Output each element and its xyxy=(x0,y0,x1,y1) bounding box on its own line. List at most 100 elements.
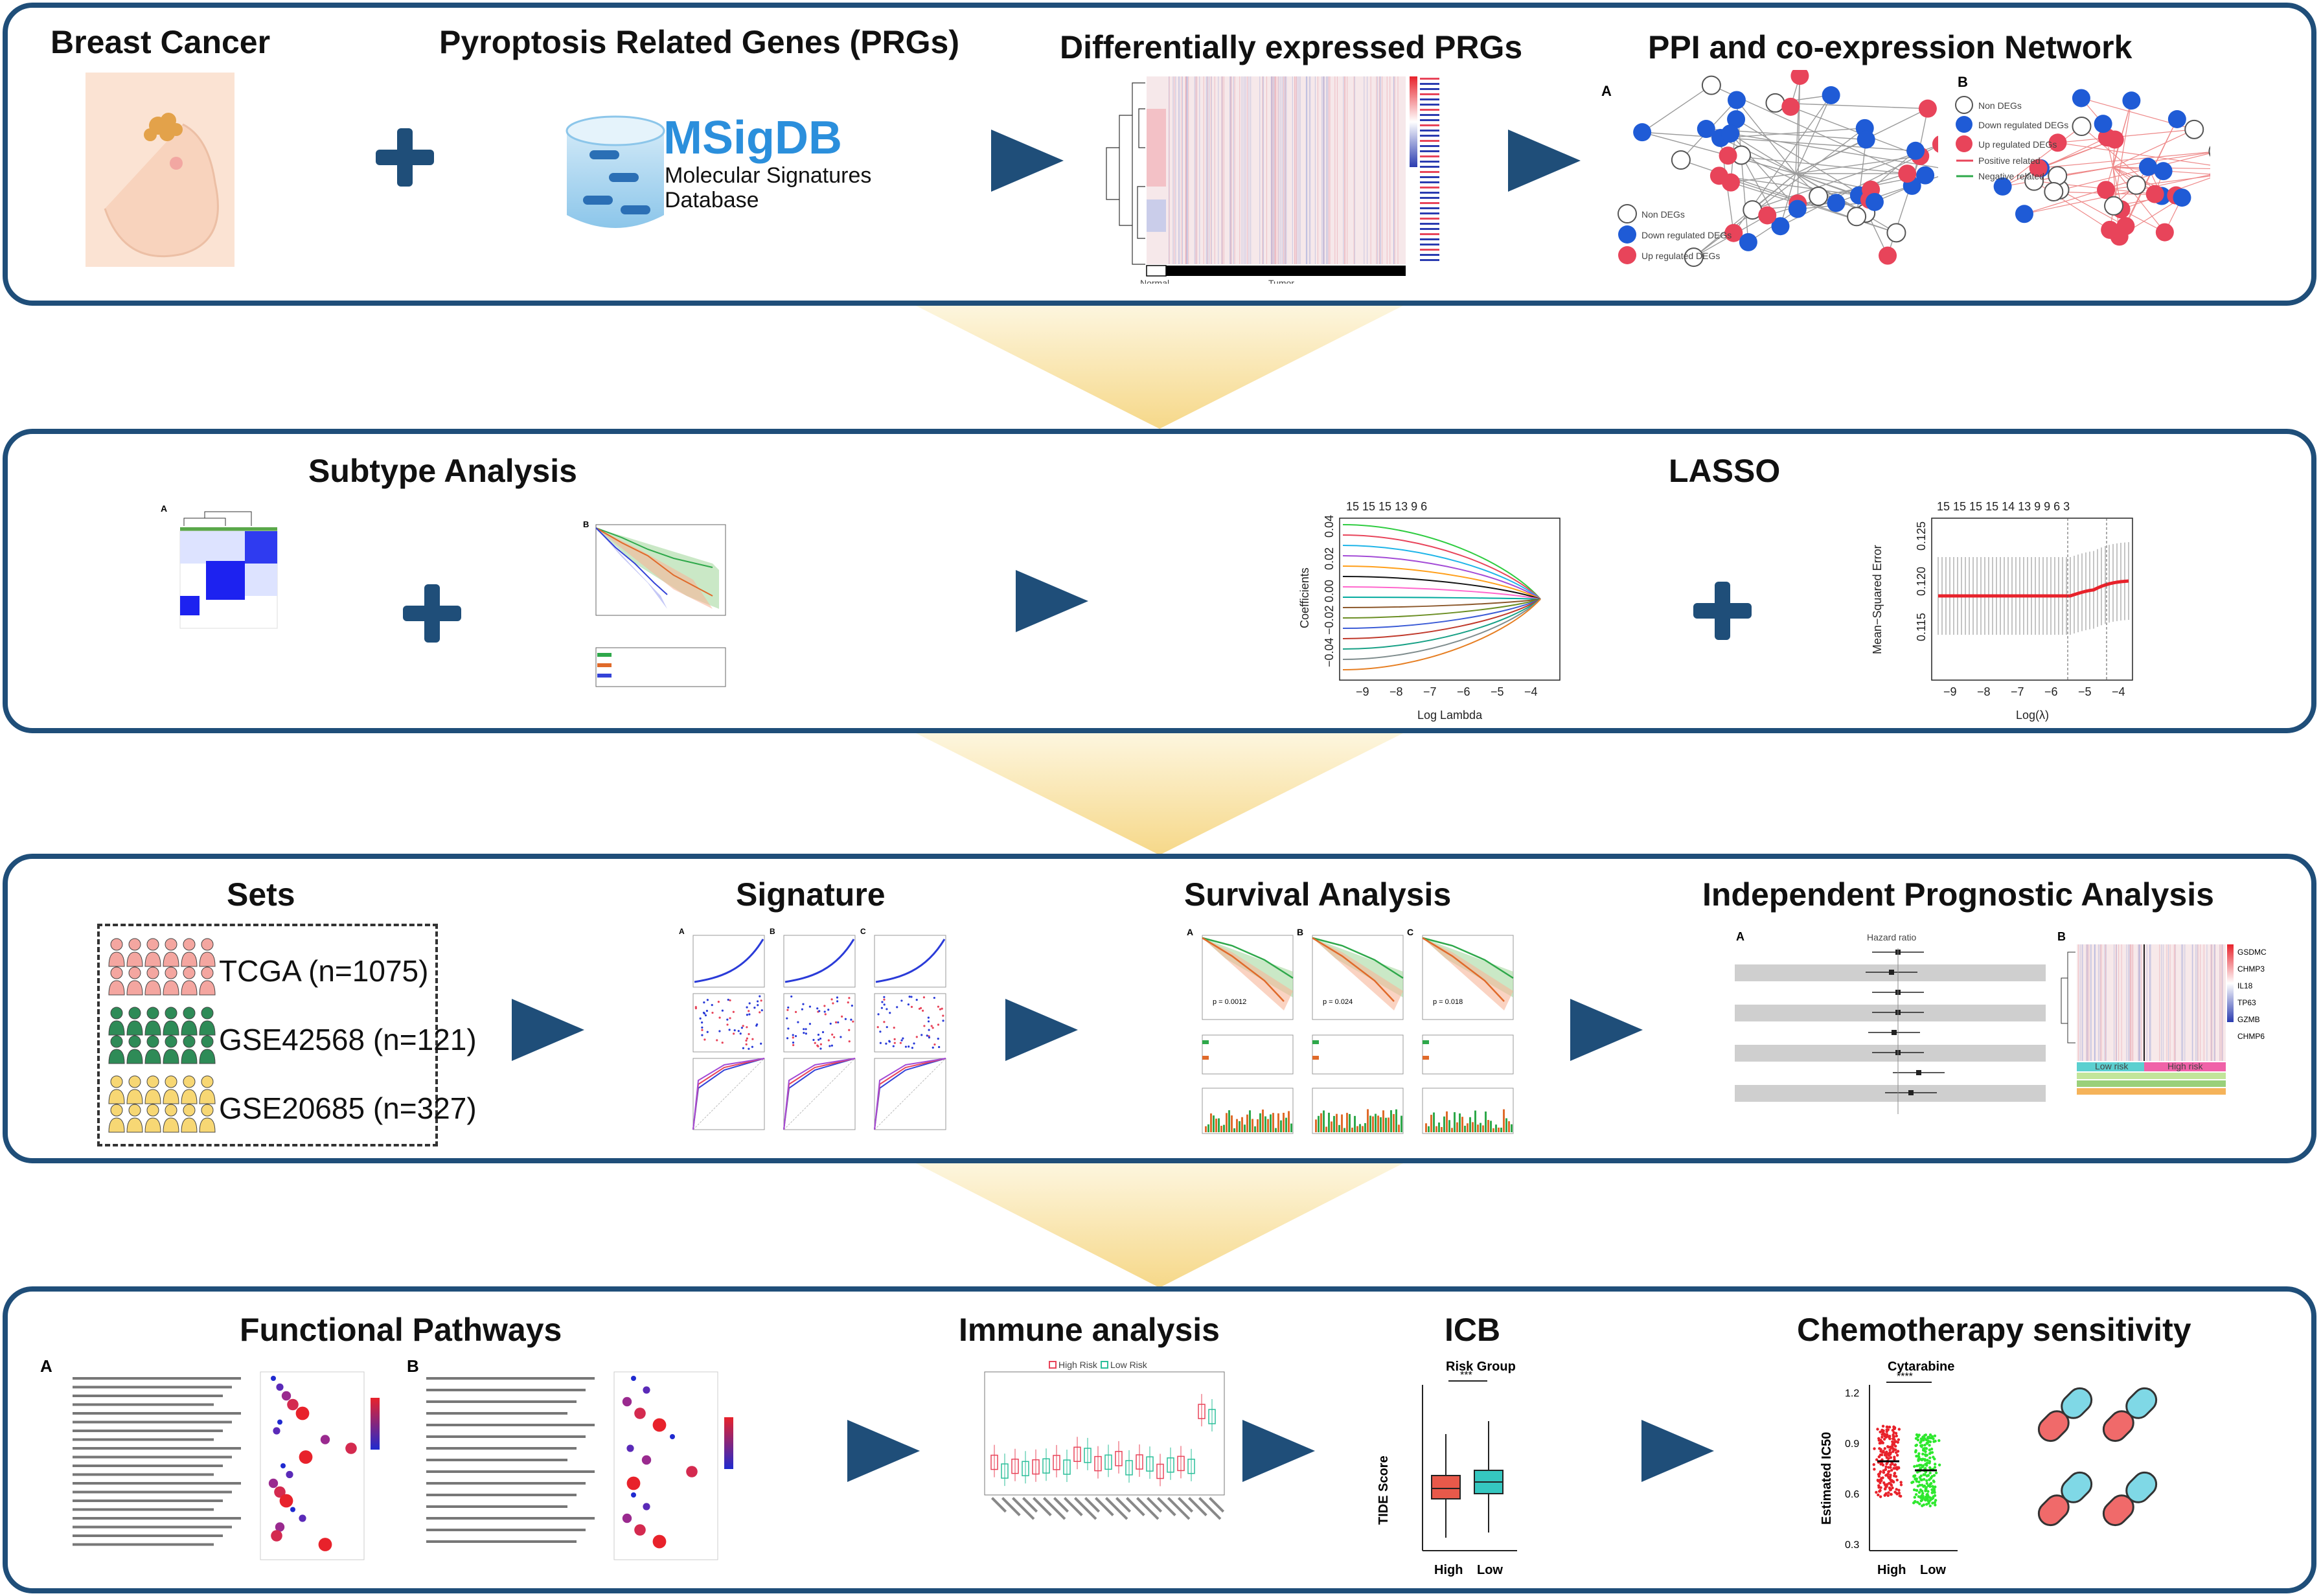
chemo-dot xyxy=(1927,1474,1930,1477)
term-dot xyxy=(280,1463,286,1468)
gene-label-mark xyxy=(1420,104,1439,106)
chemo-dot xyxy=(1917,1433,1921,1437)
chemo-dot xyxy=(1926,1459,1929,1462)
scatter-dot xyxy=(829,1045,831,1047)
term-label-mark xyxy=(73,1412,241,1415)
term-label-mark xyxy=(426,1529,586,1531)
chemo-dot xyxy=(1885,1450,1888,1454)
network-node xyxy=(2044,181,2064,201)
scatter-dot xyxy=(816,1044,819,1047)
chemo-dot xyxy=(1916,1439,1920,1442)
chemo-dot xyxy=(1882,1481,1886,1485)
chemo-dot xyxy=(1915,1454,1918,1458)
gene-label-mark xyxy=(1420,228,1439,230)
flow-arrow xyxy=(1016,570,1088,632)
immune-label-mark xyxy=(1157,1497,1176,1516)
censor-bar xyxy=(1280,1120,1282,1132)
scatter-dot xyxy=(703,1001,705,1004)
person-body xyxy=(126,952,143,967)
immune-box xyxy=(1063,1459,1071,1475)
lasso-path xyxy=(1342,586,1541,600)
network-edge xyxy=(2112,152,2210,168)
scatter-dot xyxy=(745,1043,748,1045)
immune-label-mark xyxy=(1053,1497,1069,1513)
chemo-dot xyxy=(1928,1482,1932,1486)
chemo-dot xyxy=(1928,1471,1932,1475)
censor-bar xyxy=(1210,1113,1212,1132)
immune-label-mark xyxy=(1012,1497,1035,1520)
network-node xyxy=(2139,157,2158,176)
term-dot xyxy=(320,1435,330,1444)
network-node xyxy=(1719,146,1737,165)
km-band-high xyxy=(1423,938,1513,1010)
chemo-dot xyxy=(1888,1470,1891,1473)
scatter-dot xyxy=(910,1005,913,1009)
gene-label-mark xyxy=(1420,249,1439,251)
chemo-dot xyxy=(1894,1440,1898,1443)
term-dot xyxy=(279,1494,293,1508)
censor-bar xyxy=(1503,1109,1505,1132)
term-label-mark xyxy=(73,1543,214,1546)
network-node xyxy=(2072,117,2092,137)
chemo-dot xyxy=(1925,1488,1928,1491)
person-head xyxy=(165,938,177,951)
deg-heatmap: Normal Tumor xyxy=(1106,76,1439,284)
scatter-dot xyxy=(760,999,762,1002)
scatter-dot xyxy=(787,1006,790,1009)
chemo-dot xyxy=(1884,1468,1887,1472)
scatter-dot xyxy=(932,1027,934,1029)
immune-box xyxy=(1136,1454,1143,1470)
scatter-dot xyxy=(928,1036,931,1039)
chemo-dot xyxy=(1887,1466,1890,1469)
censor-bar xyxy=(1205,1126,1207,1132)
chemo-dot xyxy=(1878,1472,1881,1476)
chemo-dot xyxy=(1882,1429,1885,1433)
chemo-dot xyxy=(1925,1447,1928,1450)
censor-bar xyxy=(1270,1114,1272,1132)
cv-xlabel: Log(λ) xyxy=(2016,709,2049,722)
censor-bar xyxy=(1485,1112,1487,1132)
chemo-stars: **** xyxy=(1897,1371,1913,1382)
term-dot xyxy=(631,1376,636,1381)
lasso-path xyxy=(1342,565,1541,600)
pill-half-blue xyxy=(2125,1387,2158,1419)
immune-label-mark xyxy=(1043,1497,1066,1520)
scatter-dot xyxy=(787,1027,790,1030)
network-node xyxy=(2072,89,2090,108)
censor-bar xyxy=(1467,1123,1469,1132)
network-node xyxy=(2145,185,2164,203)
scatter-dot xyxy=(803,1032,805,1034)
heatmap-high-risk: High risk xyxy=(2167,1061,2203,1071)
scatter-dot xyxy=(729,1017,731,1020)
pill-icon xyxy=(2102,1471,2158,1527)
icb-stars: *** xyxy=(1460,1370,1472,1381)
scatter-dot xyxy=(704,1014,707,1017)
scatter-dot xyxy=(883,1021,886,1023)
scatter-dot xyxy=(817,1033,820,1036)
person-body xyxy=(181,980,198,996)
chemo-dot xyxy=(1895,1492,1899,1496)
person-body xyxy=(199,952,216,967)
scatter-dot xyxy=(904,1045,908,1048)
network-node xyxy=(1781,97,1800,116)
legend-down-degs: Down regulated DEGs xyxy=(1641,230,1732,240)
censor-bar xyxy=(1254,1126,1256,1132)
scatter-dot xyxy=(910,996,913,998)
chemo-dot xyxy=(1890,1446,1893,1450)
immune-box xyxy=(1084,1448,1092,1463)
title-breast-cancer: Breast Cancer xyxy=(51,24,271,60)
scatter-dot xyxy=(823,1005,826,1007)
chemo-dot xyxy=(1893,1472,1896,1476)
chemo-dot xyxy=(1897,1428,1901,1431)
network-node xyxy=(1701,75,1721,95)
scatter-dot xyxy=(701,1021,703,1024)
chemo-dot xyxy=(1881,1435,1884,1439)
censor-bar xyxy=(1331,1121,1332,1132)
scatter-dot xyxy=(746,1014,749,1016)
risk-table-low xyxy=(1312,1040,1319,1044)
scatter-dot xyxy=(893,1027,895,1029)
immune-label-mark xyxy=(1084,1497,1101,1513)
chemo-dot xyxy=(1882,1470,1885,1474)
scatter-dot xyxy=(702,1011,705,1014)
scatter-dot xyxy=(717,1000,720,1003)
